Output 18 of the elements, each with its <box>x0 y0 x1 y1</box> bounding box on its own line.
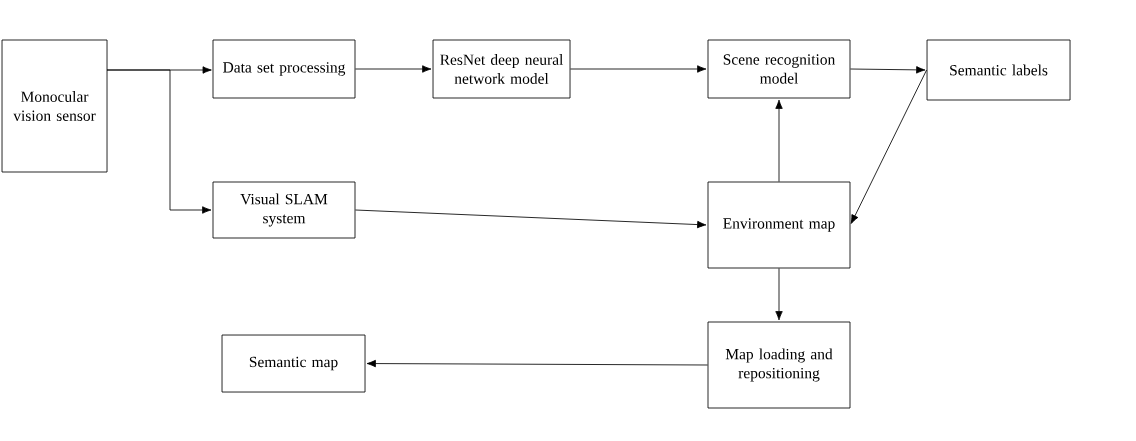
arrow <box>570 65 707 73</box>
process-box: Semantic map <box>221 334 366 393</box>
process-box: Environment map <box>707 181 851 269</box>
process-box: ResNet deep neural network model <box>432 39 571 99</box>
arrow <box>355 209 707 229</box>
arrow <box>366 359 708 368</box>
process-box: Semantic labels <box>926 39 1071 101</box>
process-box: Map loading and repositioning <box>707 321 851 409</box>
arrow <box>850 66 926 74</box>
arrow <box>106 69 212 214</box>
process-box: Data set processing <box>212 39 356 99</box>
arrow <box>355 65 432 73</box>
arrow <box>850 69 928 224</box>
arrow <box>775 268 783 321</box>
arrow <box>775 99 783 182</box>
process-box: Monocular vision sensor <box>1 39 108 173</box>
process-box: Scene recognition model <box>707 39 851 99</box>
process-box: Visual SLAM system <box>212 181 356 239</box>
